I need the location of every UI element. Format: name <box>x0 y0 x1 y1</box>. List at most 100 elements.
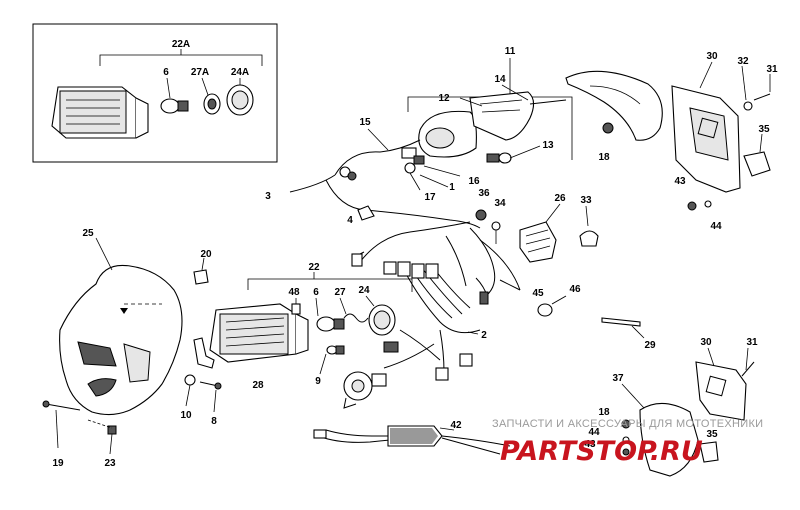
label-31a: 31 <box>766 64 778 75</box>
horn-icon <box>343 371 373 409</box>
label-4: 4 <box>347 215 353 226</box>
label-30a: 30 <box>706 51 718 62</box>
lower-plate-holder-assembly: 30 31 37 18 44 35 43 <box>584 337 758 477</box>
label-10: 10 <box>180 410 192 421</box>
label-48: 48 <box>288 287 300 298</box>
spacer-icon-10 <box>184 374 196 386</box>
bolt-icon-46 <box>551 295 567 305</box>
label-28: 28 <box>252 380 264 391</box>
headlamp-group-22: 22 48 6 27 24 9 <box>209 262 413 409</box>
label-9: 9 <box>315 376 321 387</box>
label-22a: 22A <box>172 39 190 50</box>
label-24a: 24A <box>231 67 249 78</box>
bolt-icon-20 <box>193 269 209 285</box>
watermark-brand: PARTSTOP.RU <box>500 436 703 467</box>
washer-icon-32 <box>743 101 753 111</box>
label-45: 45 <box>532 288 544 299</box>
washer-icon-34 <box>491 221 501 231</box>
tail-light-group: 11 12 14 13 <box>407 46 573 164</box>
label-30b: 30 <box>700 337 712 348</box>
fairing-icon <box>59 264 183 416</box>
label-19: 19 <box>52 458 64 469</box>
fender-icon-37 <box>639 402 699 477</box>
wire-15 <box>334 139 421 176</box>
label-18a: 18 <box>598 152 610 163</box>
bracket-icon-28 <box>193 337 215 369</box>
label-35a: 35 <box>758 124 770 135</box>
label-11: 11 <box>505 46 516 57</box>
label-13: 13 <box>542 140 554 151</box>
label-24: 24 <box>358 285 370 296</box>
watermark-tagline: ЗАПЧАСТИ И АКСЕССУАРЫ ДЛЯ МОТОТЕХНИКИ <box>492 418 763 430</box>
label-36: 36 <box>478 188 490 199</box>
label-29: 29 <box>644 340 656 351</box>
nut-icon-43b <box>622 448 630 456</box>
bulb-icon-48 <box>291 298 301 315</box>
label-1: 1 <box>449 182 455 193</box>
label-17: 17 <box>424 192 436 203</box>
label-37: 37 <box>612 373 624 384</box>
label-32: 32 <box>737 56 749 67</box>
bolt-icon-19 <box>45 403 81 411</box>
label-18b: 18 <box>598 407 610 418</box>
label-6a: 6 <box>163 67 169 78</box>
label-33: 33 <box>580 195 592 206</box>
label-42: 42 <box>450 420 462 431</box>
cable-assembly-42: 42 <box>313 420 511 455</box>
strap-icon-29 <box>601 317 641 327</box>
nut-icon-18b <box>621 419 631 429</box>
label-15: 15 <box>359 117 371 128</box>
label-23: 23 <box>104 458 116 469</box>
socket-icon-a <box>201 77 221 115</box>
bulb-icon-13 <box>486 145 541 164</box>
watermark: ЗАПЧАСТИ И АКСЕССУАРЫ ДЛЯ МОТОТЕХНИКИ PA… <box>492 418 763 467</box>
bracket-icon-35a <box>743 151 771 177</box>
nut-icon-18a <box>602 122 614 134</box>
bolt-icon-31b <box>741 361 755 377</box>
middle-electrics: 4 36 34 26 33 <box>347 188 599 263</box>
label-27: 27 <box>334 287 346 298</box>
label-6b: 6 <box>313 287 319 298</box>
headlight-fairing: 25 20 28 10 8 19 23 <box>42 228 264 469</box>
inset-22a: 22A 6 27A 24A <box>32 23 278 163</box>
nut-icon-36 <box>475 209 487 221</box>
label-25: 25 <box>82 228 94 239</box>
screw-icon-14 <box>529 99 567 105</box>
label-14: 14 <box>494 74 506 85</box>
label-8: 8 <box>211 416 217 427</box>
bulb-icon-b <box>316 316 345 332</box>
connector-icon-16 <box>401 147 425 165</box>
washer-icon-44a <box>704 200 712 208</box>
label-3: 3 <box>265 191 271 202</box>
main-wiring-harness: 2 <box>351 221 521 387</box>
plate-holder-icon-30b <box>695 361 747 421</box>
label-43b: 43 <box>584 439 596 450</box>
regulator-icon-26 <box>519 221 557 263</box>
connector-icon-17 <box>404 162 421 191</box>
rear-fender-assembly: 30 32 31 35 18 43 44 <box>565 51 778 232</box>
clamp-icon-45 <box>537 303 553 317</box>
clip-icon-4 <box>357 205 375 221</box>
clamp-icon-33 <box>579 230 599 247</box>
label-46: 46 <box>569 284 581 295</box>
connector-icon-a <box>226 78 254 116</box>
label-44b: 44 <box>588 427 600 438</box>
bulb-icon-a <box>160 77 189 114</box>
label-16: 16 <box>468 176 480 187</box>
headlamp-unit-a <box>51 86 149 139</box>
rear-fender-icon <box>565 70 663 141</box>
connector-icon-24 <box>368 304 396 336</box>
label-35b: 35 <box>706 429 718 440</box>
spring-clip-icon-27 <box>343 313 369 323</box>
bolt-icon-31a <box>753 93 771 101</box>
headlamp-unit-b <box>209 303 309 363</box>
washer-icon-44b <box>622 436 630 444</box>
clamps-and-strap: 45 46 29 <box>532 284 656 351</box>
inset-frame <box>32 23 278 163</box>
tail-light-lens-icon <box>469 91 535 141</box>
label-2: 2 <box>481 330 487 341</box>
group-bracket-22 <box>247 278 413 292</box>
nut-icon-43a <box>687 201 697 211</box>
label-22: 22 <box>308 262 320 273</box>
